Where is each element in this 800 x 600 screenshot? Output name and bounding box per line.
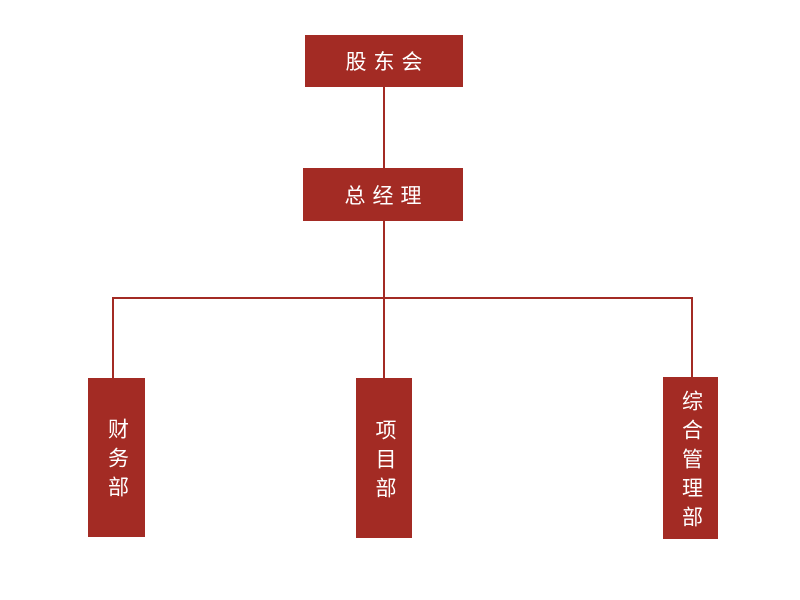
connector-horizontal-rail bbox=[112, 297, 693, 299]
connector-gm-to-departments bbox=[383, 221, 385, 378]
connector-drop-admin bbox=[691, 297, 693, 377]
org-node-general-manager: 总经理 bbox=[303, 168, 463, 221]
org-node-finance-dept: 财务部 bbox=[88, 378, 145, 537]
org-node-label: 财务部 bbox=[105, 418, 129, 505]
connector-drop-finance bbox=[112, 297, 114, 378]
org-node-shareholders-meeting: 股东会 bbox=[305, 35, 463, 87]
org-node-label: 综合管理部 bbox=[679, 389, 703, 535]
org-node-label: 总经理 bbox=[344, 184, 429, 208]
connector-shareholders-to-gm bbox=[383, 87, 385, 168]
org-node-project-dept: 项目部 bbox=[356, 378, 412, 538]
org-node-label: 股东会 bbox=[345, 51, 430, 74]
org-node-label: 项目部 bbox=[373, 418, 396, 506]
org-node-general-admin-dept: 综合管理部 bbox=[663, 377, 718, 539]
